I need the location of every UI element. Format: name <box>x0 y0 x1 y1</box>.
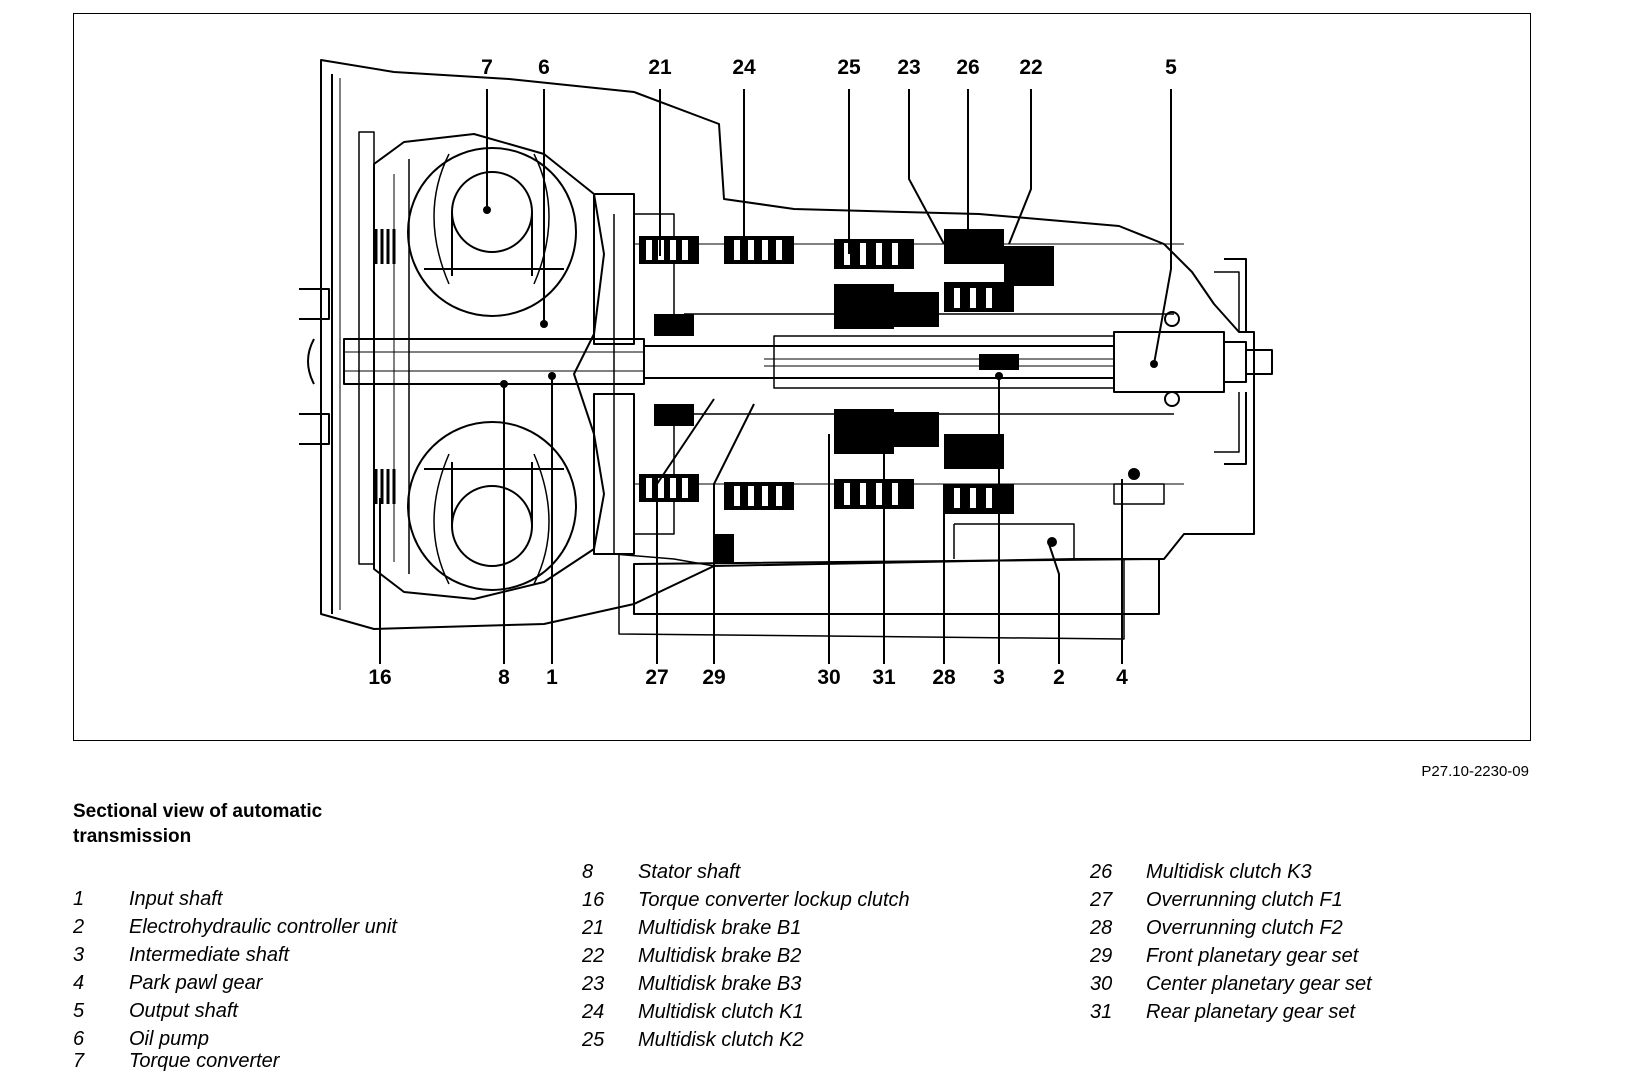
converter-upper-torus <box>407 147 577 317</box>
torque-converter-shell <box>373 133 605 600</box>
converter-lower-torus <box>407 421 577 591</box>
planet-rear-lower <box>889 412 939 447</box>
brake-b3-pack-bottom <box>944 434 1004 469</box>
callout-label: 4 <box>1116 666 1128 689</box>
callout-label: 7 <box>481 56 493 79</box>
output-shaft <box>1113 331 1225 393</box>
callout-label: 3 <box>993 666 1005 689</box>
callout-label: 24 <box>732 56 756 79</box>
intermediate-shaft <box>643 345 1115 379</box>
callout-label: 30 <box>817 666 840 689</box>
planet-center-upper <box>834 284 894 329</box>
planet-rear-upper <box>889 292 939 327</box>
callout-label: 26 <box>956 56 979 79</box>
callout-label: 23 <box>897 56 920 79</box>
callout-label: 5 <box>1165 56 1177 79</box>
callouts-bottom: 16 8 1 27 29 30 31 28 3 2 4 <box>368 666 1128 689</box>
callout-label: 25 <box>837 56 861 79</box>
callout-label: 29 <box>702 666 725 689</box>
callout-label: 27 <box>645 666 668 689</box>
brake-b2-pack-top <box>1004 246 1054 286</box>
callout-label: 16 <box>368 666 391 689</box>
callout-label: 6 <box>538 56 550 79</box>
center-housing <box>613 214 715 567</box>
transmission-section-drawing: 7 6 21 24 25 23 26 22 5 16 8 1 27 29 30 … <box>299 56 1273 689</box>
figure-code: P27.10-2230-09 <box>1421 763 1529 780</box>
brake-b3-pack-top <box>944 229 1004 264</box>
diagram-frame: 7 6 21 24 25 23 26 22 5 16 8 1 27 29 30 … <box>73 13 1531 741</box>
valve-body <box>633 558 1160 615</box>
callout-label: 2 <box>1053 666 1065 689</box>
callout-label: 31 <box>872 666 896 689</box>
callouts-top: 7 6 21 24 25 23 26 22 5 <box>481 56 1177 79</box>
callout-label: 28 <box>932 666 956 689</box>
callout-label: 21 <box>648 56 672 79</box>
figure-title: Sectional view of automatic transmission <box>73 801 323 847</box>
front-flange <box>358 131 375 565</box>
callout-label: 1 <box>546 666 558 689</box>
callout-label: 22 <box>1019 56 1042 79</box>
callout-label: 8 <box>498 666 510 689</box>
oil-pump <box>593 193 635 555</box>
input-shaft <box>343 338 645 385</box>
